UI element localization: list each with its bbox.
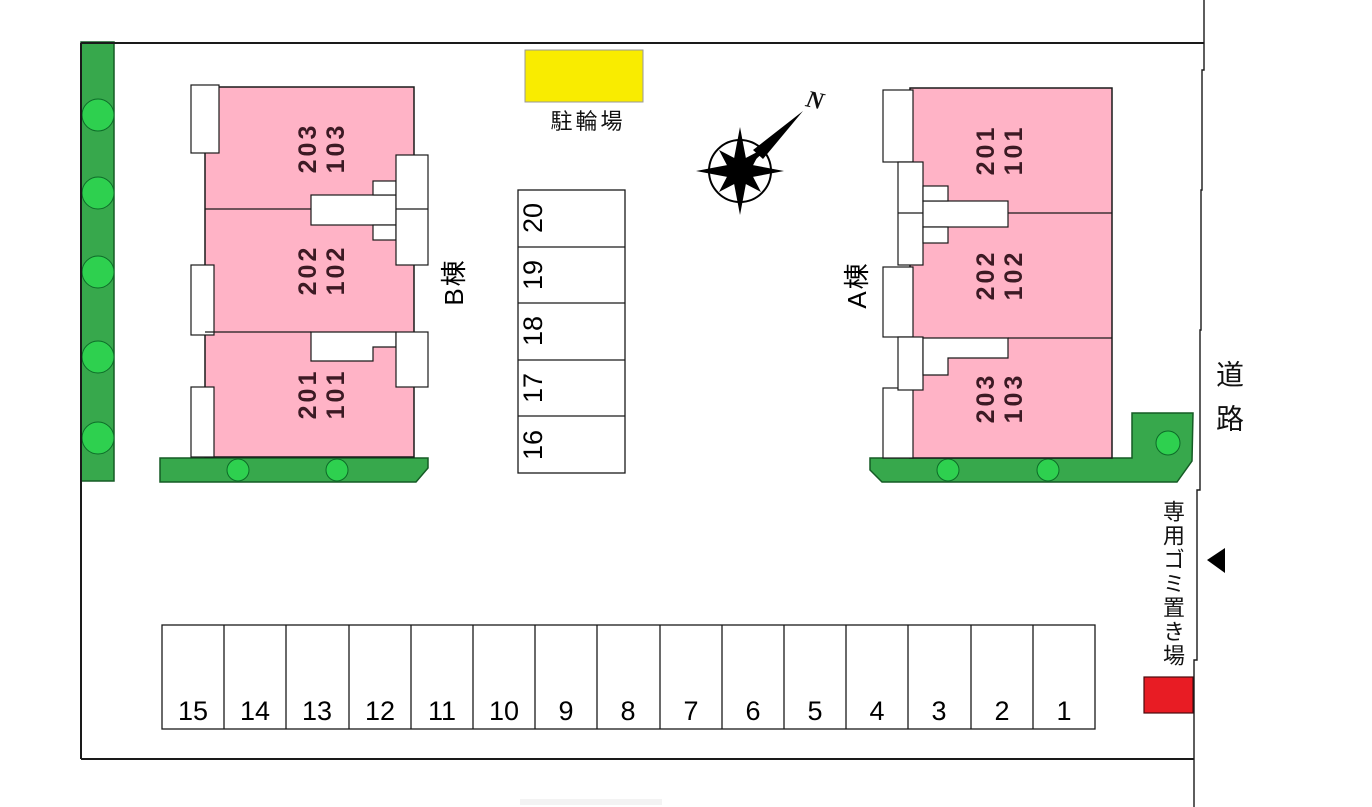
stair-hall	[395, 331, 429, 388]
road-edge-line	[1193, 0, 1205, 807]
tree-icon	[1155, 430, 1181, 456]
building-b-label: B棟	[438, 258, 469, 306]
building-b	[190, 84, 429, 458]
tree-icon	[81, 340, 115, 374]
parking-column-16-20	[517, 189, 626, 474]
tree-icon	[81, 98, 115, 132]
stair-landing	[310, 194, 397, 226]
tree-icon	[81, 255, 115, 289]
arrow-left-icon	[1207, 548, 1225, 573]
parking-space-11-label: 11	[427, 696, 457, 726]
tree-icon	[226, 458, 250, 482]
parking-space-18-label: 18	[517, 315, 548, 347]
bicycle-parking-label: 駐輪場	[550, 109, 626, 134]
room-label-b-201-101: 201 101	[294, 368, 350, 420]
entrance-porch	[882, 266, 914, 338]
entrance-porch	[190, 386, 215, 458]
bottom-edge-artifact	[520, 799, 662, 805]
tree-icon	[81, 176, 115, 210]
entrance-porch	[882, 89, 914, 163]
planting-strip-building-b	[159, 457, 429, 483]
tree-icon	[1036, 458, 1060, 482]
parking-space-15-label: 15	[177, 696, 209, 726]
parking-space-3-label: 3	[931, 696, 947, 726]
stair-step	[922, 185, 949, 202]
room-label-a-202-102: 202 102	[972, 249, 1028, 301]
parking-space-16-label: 16	[517, 429, 548, 461]
parking-space-5-label: 5	[807, 696, 823, 726]
parking-space-19-label: 19	[517, 259, 548, 291]
parking-space-9-label: 9	[558, 696, 574, 726]
garbage-area	[1143, 676, 1194, 714]
entrance-porch	[882, 387, 914, 459]
compass-rose-icon	[696, 111, 803, 215]
stair-hall	[395, 154, 429, 266]
room-label-a-203-103: 203 103	[972, 372, 1028, 424]
parking-space-6-label: 6	[745, 696, 761, 726]
road-label: 道路	[1213, 360, 1244, 448]
parking-space-7-label: 7	[683, 696, 699, 726]
building-a-label: A棟	[841, 261, 872, 309]
parking-space-1-label: 1	[1056, 696, 1072, 726]
parking-space-17-label: 17	[517, 372, 548, 404]
tree-icon	[936, 458, 960, 482]
entrance-porch	[190, 84, 220, 154]
parking-space-2-label: 2	[994, 696, 1010, 726]
parking-space-13-label: 13	[301, 696, 333, 726]
bicycle-parking-area	[524, 49, 644, 103]
planting-strip-left	[80, 41, 115, 482]
site-boundary	[80, 42, 1204, 760]
tree-icon	[81, 421, 115, 455]
stair-step	[372, 180, 397, 196]
garbage-area-label: 専用ゴミ置き場	[1160, 500, 1185, 668]
parking-row-1-15	[161, 624, 1096, 730]
building-a	[882, 87, 1113, 459]
stair-hall	[897, 336, 924, 391]
planting-strip-building-a	[869, 412, 1194, 483]
parking-space-4-label: 4	[869, 696, 885, 726]
room-label-b-202-102: 202 102	[294, 244, 350, 296]
parking-space-20-label: 20	[517, 202, 548, 234]
room-label-b-203-103: 203 103	[294, 122, 350, 174]
stair-landing	[922, 200, 1009, 228]
parking-space-10-label: 10	[488, 696, 520, 726]
parking-space-12-label: 12	[364, 696, 396, 726]
stair-step	[922, 226, 949, 244]
parking-space-8-label: 8	[620, 696, 636, 726]
stair-step	[372, 224, 397, 241]
tree-icon	[325, 458, 349, 482]
room-label-a-201-101: 201 101	[972, 124, 1028, 176]
entrance-porch	[190, 264, 215, 336]
parking-space-14-label: 14	[239, 696, 271, 726]
